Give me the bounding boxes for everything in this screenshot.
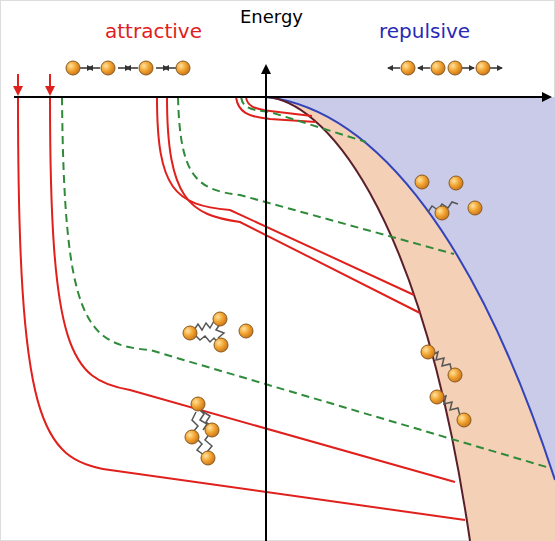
trimer-curves bbox=[18, 97, 465, 520]
tetramer-curves bbox=[62, 97, 550, 468]
scattering-length-axis bbox=[14, 96, 550, 98]
repulsive-atoms bbox=[388, 61, 502, 75]
atom-dimer-threshold bbox=[266, 97, 555, 480]
axis-label: Energy bbox=[240, 7, 303, 27]
dimer-atom-atom bbox=[415, 175, 482, 220]
trimer-region bbox=[266, 97, 555, 541]
dimer-dimer bbox=[421, 345, 471, 427]
attractive-atoms bbox=[66, 61, 190, 75]
pole-arrow bbox=[17, 74, 19, 94]
energy-axis bbox=[265, 66, 267, 541]
trimer-atom bbox=[183, 312, 253, 352]
threshold-region bbox=[266, 97, 555, 480]
tetramer bbox=[185, 397, 219, 465]
region-label: attractive bbox=[105, 20, 202, 42]
dimer-threshold bbox=[266, 97, 470, 541]
region-label: repulsive bbox=[379, 20, 470, 42]
pole-arrow bbox=[49, 74, 51, 94]
